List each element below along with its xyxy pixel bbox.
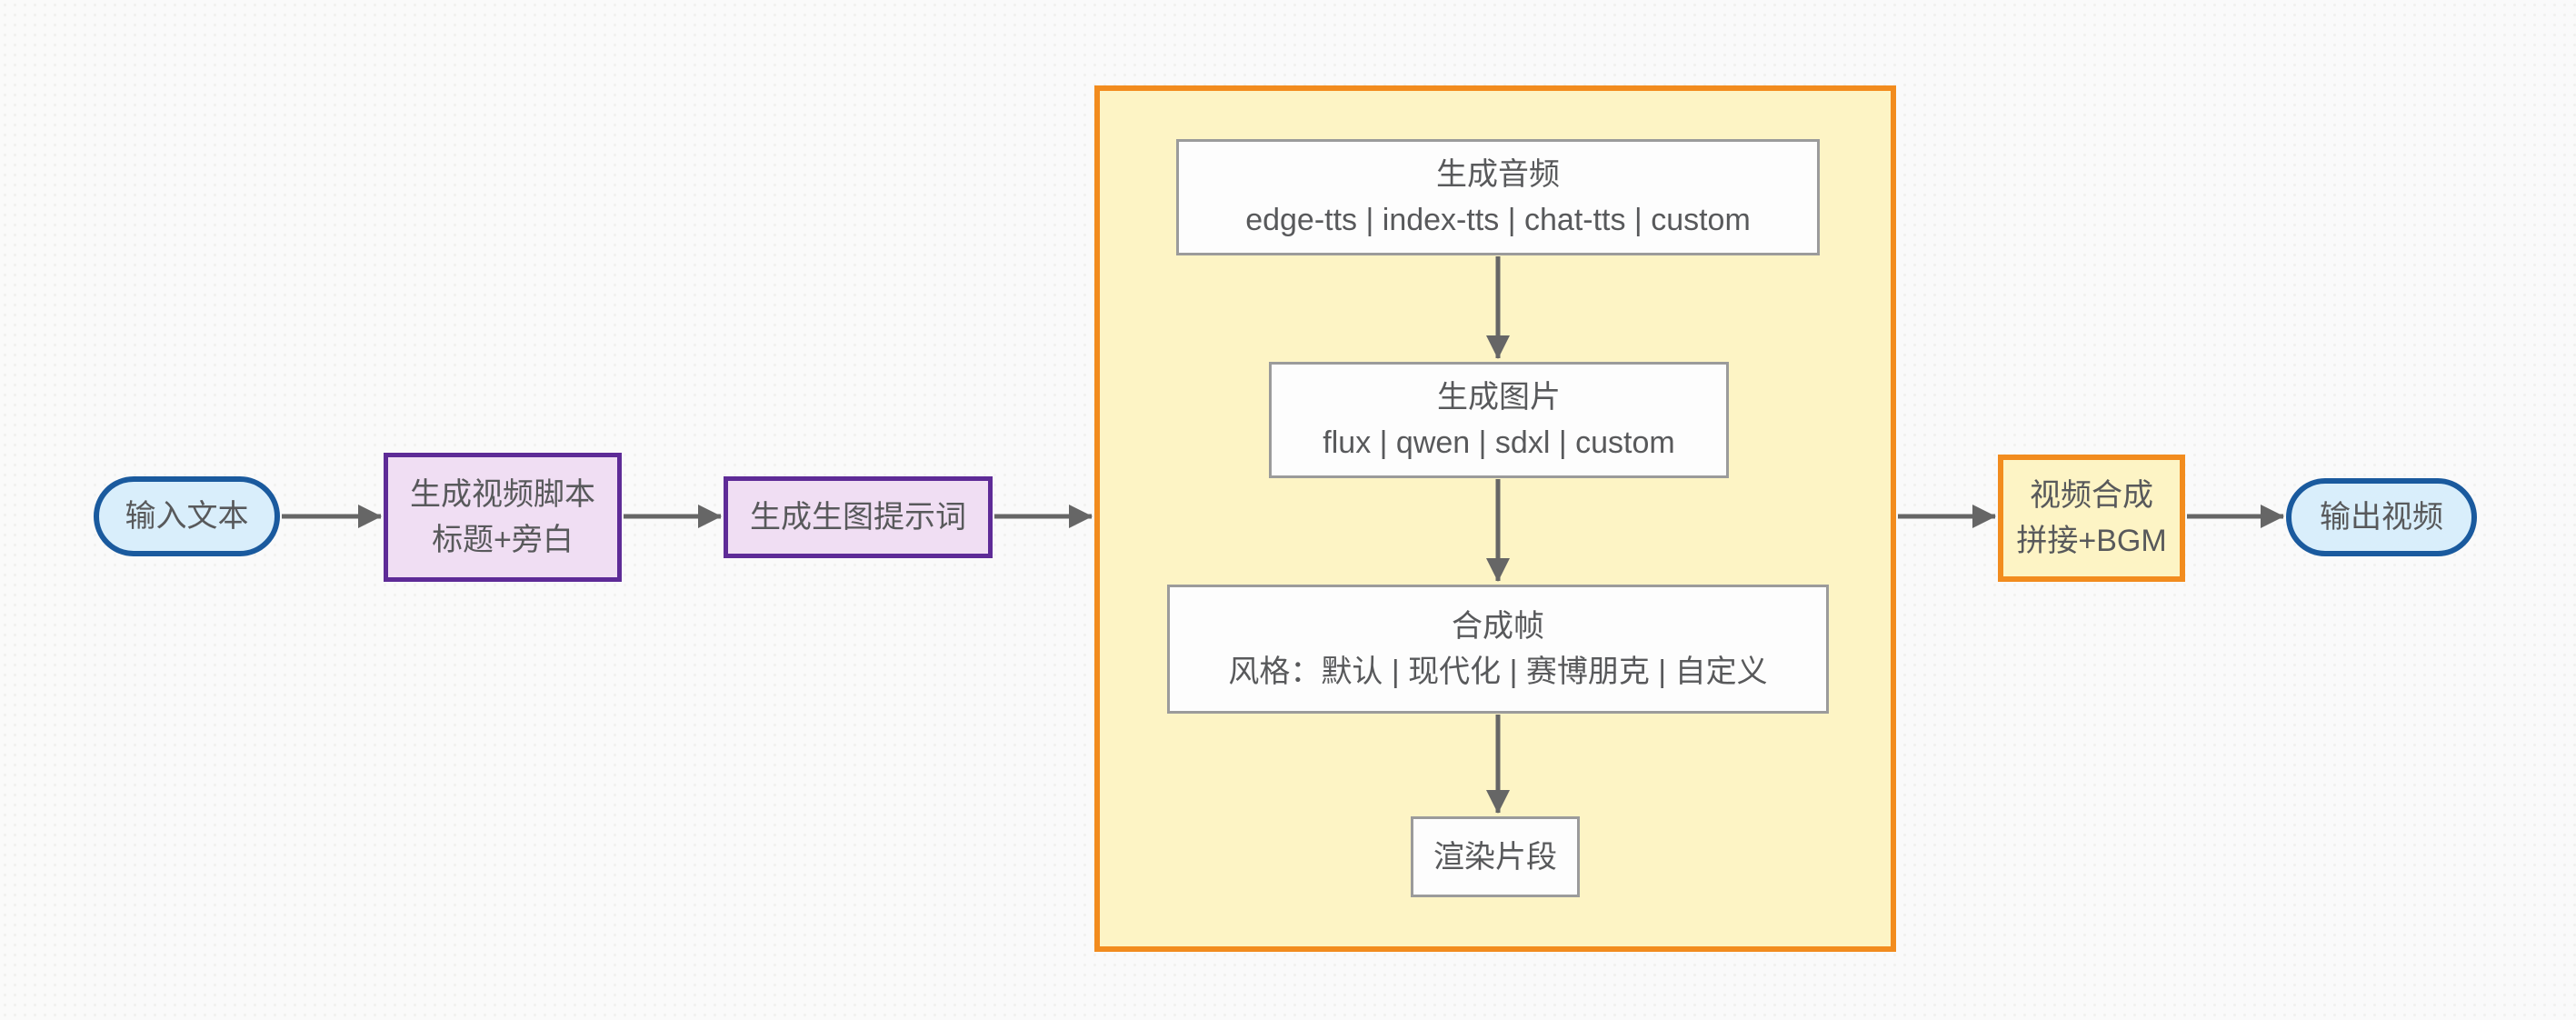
- node-compose-frames: 合成帧 风格：默认 | 现代化 | 赛博朋克 | 自定义: [1167, 585, 1829, 714]
- node-generate-audio-line2: edge-tts | index-tts | chat-tts | custom: [1245, 203, 1751, 237]
- node-generate-image: 生成图片 flux | qwen | sdxl | custom: [1269, 362, 1729, 478]
- node-render-clip: 渲染片段: [1411, 816, 1580, 897]
- node-generate-image-prompt-label: 生成生图提示词: [750, 500, 966, 535]
- node-render-clip-label: 渲染片段: [1433, 839, 1557, 875]
- node-compose-frames-line2: 风格：默认 | 现代化 | 赛博朋克 | 自定义: [1228, 655, 1768, 689]
- node-input-text: 输入文本: [94, 476, 280, 556]
- node-video-compose-line1: 视频合成: [2030, 478, 2153, 513]
- node-input-text-label: 输入文本: [125, 499, 249, 534]
- node-video-compose-line2: 拼接+BGM: [2016, 524, 2167, 558]
- node-output-video: 输出视频: [2286, 478, 2477, 556]
- node-generate-image-line1: 生成图片: [1437, 380, 1561, 415]
- node-output-video-label: 输出视频: [2320, 500, 2443, 535]
- node-generate-image-prompt: 生成生图提示词: [724, 476, 993, 558]
- node-generate-script-line2: 标题+旁白: [432, 523, 574, 557]
- node-generate-script-line1: 生成视频脚本: [410, 477, 595, 512]
- node-compose-frames-line1: 合成帧: [1452, 609, 1544, 644]
- node-generate-script: 生成视频脚本 标题+旁白: [384, 453, 622, 582]
- node-generate-audio: 生成音频 edge-tts | index-tts | chat-tts | c…: [1176, 139, 1820, 255]
- node-video-compose: 视频合成 拼接+BGM: [1998, 455, 2185, 582]
- node-generate-audio-line1: 生成音频: [1436, 157, 1560, 192]
- node-generate-image-line2: flux | qwen | sdxl | custom: [1323, 425, 1675, 460]
